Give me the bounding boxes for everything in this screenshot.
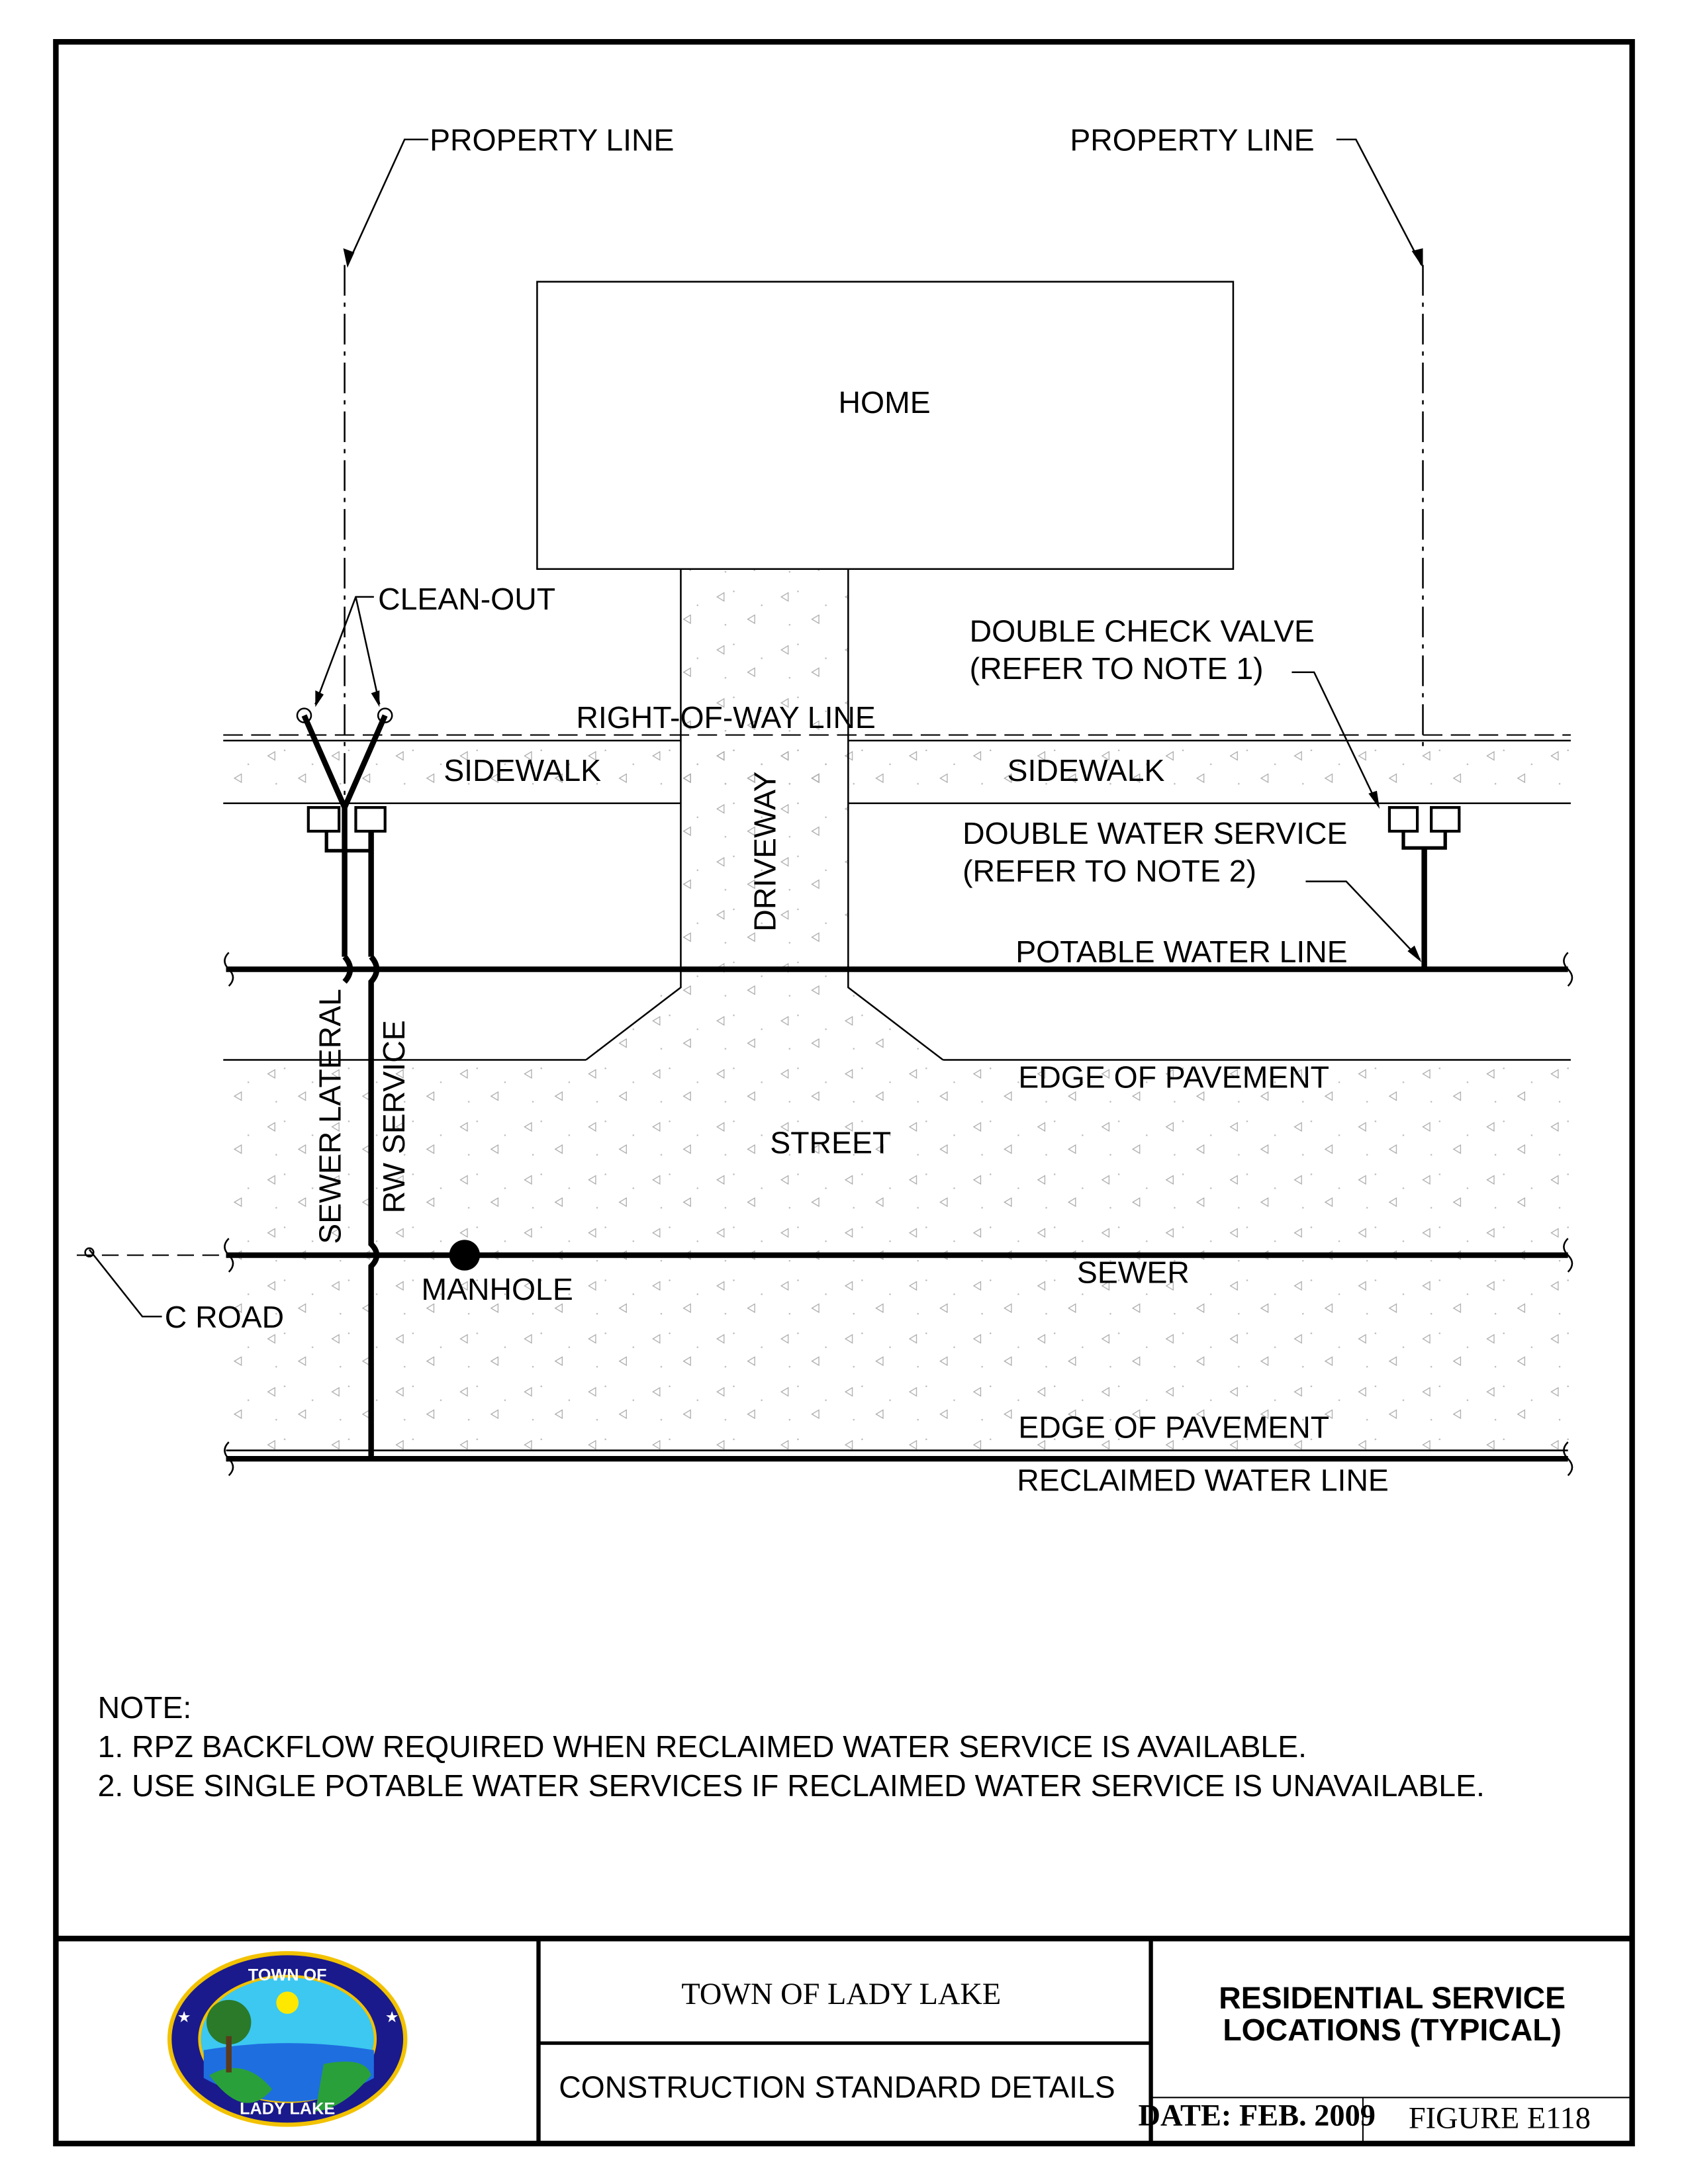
right-of-way-label: RIGHT-OF-WAY LINE bbox=[576, 700, 875, 735]
meter-box bbox=[354, 806, 387, 833]
svg-text:★: ★ bbox=[177, 2009, 191, 2026]
manhole-label: MANHOLE bbox=[421, 1272, 573, 1306]
driveway-edge bbox=[585, 569, 682, 1061]
note-item: 2. USE SINGLE POTABLE WATER SERVICES IF … bbox=[98, 1768, 1485, 1803]
sewer-lateral bbox=[296, 707, 393, 957]
sheet-border bbox=[53, 39, 1635, 2147]
sidewalk-left-label: SIDEWALK bbox=[444, 753, 601, 788]
double-water-service-label: DOUBLE WATER SERVICE bbox=[962, 816, 1347, 850]
sidewalk-right-label: SIDEWALK bbox=[1008, 753, 1165, 788]
town-seal-logo: TOWN OF LADY LAKE ★ ★ bbox=[167, 1951, 408, 2127]
leader-arrow bbox=[1291, 671, 1380, 807]
leader-arrow bbox=[346, 138, 429, 265]
svg-text:★: ★ bbox=[385, 2009, 399, 2026]
property-line-left-label: PROPERTY LINE bbox=[430, 123, 674, 158]
drawing-date: DATE: FEB. 2009 bbox=[1139, 2099, 1376, 2132]
logo-text: TOWN OF bbox=[248, 1966, 327, 1984]
leader-arrow bbox=[1305, 880, 1421, 960]
manhole-symbol bbox=[449, 1240, 480, 1271]
street-label: STREET bbox=[770, 1126, 891, 1160]
meter-box bbox=[306, 806, 341, 833]
meter-box bbox=[1387, 806, 1419, 833]
leader-line bbox=[88, 1249, 162, 1318]
town-name: TOWN OF LADY LAKE bbox=[681, 1978, 1001, 2011]
meter-box bbox=[1430, 806, 1461, 833]
refer-note-1-label: (REFER TO NOTE 1) bbox=[970, 651, 1264, 686]
edge-of-pavement-bottom-label: EDGE OF PAVEMENT bbox=[1018, 1410, 1329, 1445]
title-block: TOWN OF LADY LAKE ★ ★ TOWN OF LADY LAKE … bbox=[56, 1935, 1632, 2144]
notes-heading: NOTE: bbox=[98, 1690, 192, 1725]
standard-details-subtitle: CONSTRUCTION STANDARD DETAILS bbox=[559, 2070, 1115, 2104]
home-label: HOME bbox=[839, 385, 931, 420]
centerline-road-label: C ROAD bbox=[165, 1300, 284, 1334]
rw-service-label: RW SERVICE bbox=[377, 1020, 411, 1213]
reclaimed-water-line-label: RECLAIMED WATER LINE bbox=[1017, 1463, 1389, 1498]
figure-number: FIGURE E118 bbox=[1409, 2102, 1591, 2136]
drawing-title-line2: LOCATIONS (TYPICAL) bbox=[1223, 2013, 1562, 2047]
clean-out-label: CLEAN-OUT bbox=[378, 582, 555, 616]
sewer-label: SEWER bbox=[1077, 1255, 1190, 1290]
driveway-edge bbox=[847, 569, 944, 1061]
logo-text: LADY LAKE bbox=[240, 2100, 335, 2118]
double-check-valve-label: DOUBLE CHECK VALVE bbox=[970, 614, 1315, 648]
edge-of-pavement-top-label: EDGE OF PAVEMENT bbox=[1018, 1060, 1329, 1095]
leader-arrow bbox=[314, 596, 374, 705]
note-item: 1. RPZ BACKFLOW REQUIRED WHEN RECLAIMED … bbox=[98, 1729, 1307, 1764]
sewer-lateral-label: SEWER LATERAL bbox=[312, 989, 347, 1244]
refer-note-2-label: (REFER TO NOTE 2) bbox=[962, 854, 1256, 888]
concrete-hatching bbox=[223, 569, 1571, 1451]
drawing-title-line1: RESIDENTIAL SERVICE bbox=[1219, 1980, 1566, 2015]
leader-arrow bbox=[1336, 138, 1423, 265]
potable-water-line-label: POTABLE WATER LINE bbox=[1015, 934, 1347, 969]
property-line-right-label: PROPERTY LINE bbox=[1070, 123, 1314, 158]
driveway-label: DRIVEWAY bbox=[748, 772, 782, 932]
home-outline bbox=[536, 281, 1235, 570]
